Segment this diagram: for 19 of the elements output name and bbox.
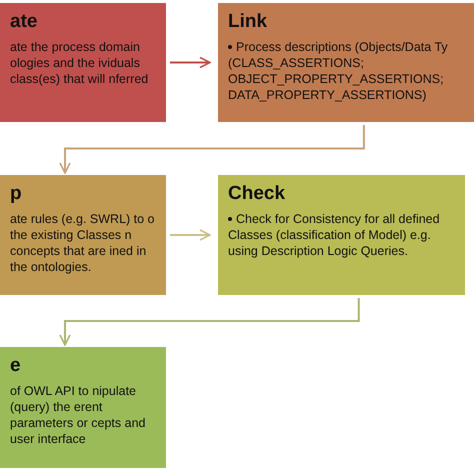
box-text: ate the process domain ologies and the ividuals class(es) that will nferred bbox=[10, 39, 150, 87]
process-box bbox=[218, 175, 465, 295]
box-text: Process descriptions (Objects/Data Ty (CLASS_ASSERTIONS; OBJECT_PROPERTY_ASSERTIONS; DATA_PROPERTY_ASSERTIONS) bbox=[228, 39, 449, 103]
box-text: ate rules (e.g. SWRL) to o the existing Classes n concepts that are ined in the ontologies. bbox=[10, 211, 156, 275]
box-title: ate bbox=[10, 11, 38, 33]
box-title: p bbox=[10, 183, 23, 205]
arrow bbox=[59, 298, 360, 346]
box-text: Check for Consistency for all defined Classes (classification of Model) e.g. using Description Logic Queries. bbox=[228, 211, 441, 259]
process-box bbox=[218, 3, 474, 122]
box-title: Check bbox=[228, 183, 286, 205]
box-title: e bbox=[10, 355, 22, 377]
process-box bbox=[0, 347, 166, 468]
arrow bbox=[170, 229, 211, 241]
box-title: Link bbox=[228, 11, 268, 33]
box-text: of OWL API to nipulate (query) the erent parameters or cepts and user interface bbox=[10, 383, 146, 447]
process-box bbox=[0, 175, 166, 295]
arrow bbox=[170, 56, 211, 68]
process-box bbox=[0, 3, 166, 122]
arrow bbox=[59, 125, 365, 174]
